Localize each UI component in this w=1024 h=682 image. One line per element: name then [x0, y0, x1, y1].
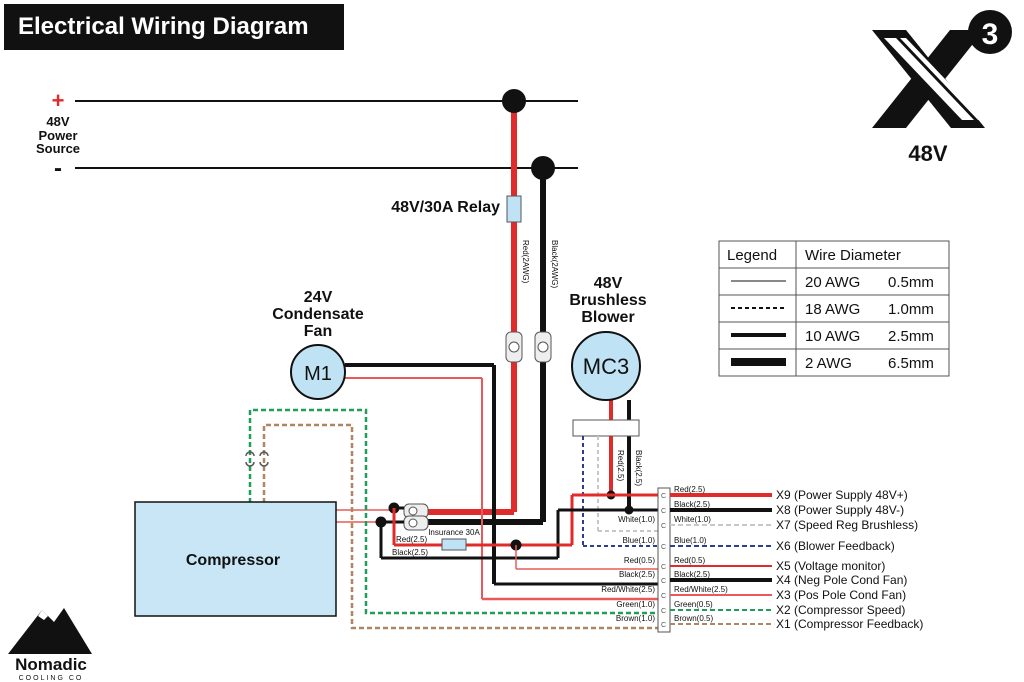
x3-logo: 3 — [872, 10, 1012, 128]
relay-red-lug — [505, 331, 523, 363]
fuse-label: Insurance 30A — [428, 528, 480, 537]
voltage-label: 48V — [908, 141, 947, 166]
legend-mm: 0.5mm — [888, 274, 934, 291]
terminal-wire-label-left: Green(1.0) — [616, 600, 655, 609]
terminal-wire-label-left: Black(2.5) — [619, 570, 655, 579]
negative-junction — [531, 156, 555, 180]
nomadic-mountain-icon — [8, 608, 92, 654]
fan-label: 24V Condensate Fan — [272, 289, 364, 340]
fan-motor-m1 — [290, 344, 346, 400]
blower-motor-mc3 — [571, 331, 641, 401]
legend-mm: 2.5mm — [888, 328, 934, 345]
legend-mm: 6.5mm — [888, 355, 934, 372]
terminal-wire-label-right: Red(0.5) — [674, 556, 705, 565]
terminal-description: X4 (Neg Pole Cond Fan) — [776, 573, 907, 587]
page-title: Electrical Wiring Diagram — [4, 4, 344, 50]
terminal-wire-label-right: Brown(0.5) — [674, 614, 713, 623]
terminal-pin: C — [661, 493, 666, 500]
company-tagline: COOLING CO — [19, 675, 84, 682]
compressor-red-label: Red(2.5) — [396, 535, 427, 544]
terminal-wire-label-right: Red(2.5) — [674, 485, 705, 494]
legend-header-right: Wire Diameter — [805, 247, 901, 264]
relay-black-wire-label: Black(2AWG) — [550, 240, 559, 288]
terminal-rows: C Red(2.5) X9 (Power Supply 48V+) C Black(2.… — [601, 485, 923, 631]
terminal-description: X2 (Compressor Speed) — [776, 603, 905, 617]
fan-motor-label: M1 — [304, 363, 332, 385]
compressor-speed-wire — [248, 408, 660, 615]
terminal-wire-label-right: Black(2.5) — [674, 570, 710, 579]
terminal-description: X5 (Voltage monitor) — [776, 559, 885, 573]
terminal-wire-label-left: White(1.0) — [618, 515, 655, 524]
compressor-black-label: Black(2.5) — [392, 548, 428, 557]
legend-header-left: Legend — [727, 247, 777, 264]
terminal-wire-label-right: Blue(1.0) — [674, 536, 707, 545]
blower-connector — [572, 419, 640, 437]
relay-black-lug — [534, 331, 552, 363]
terminal-pin: C — [661, 578, 666, 585]
company-name: Nomadic — [15, 655, 87, 674]
terminal-wire-label-left: Red/White(2.5) — [601, 585, 655, 594]
fuse-30a — [441, 538, 467, 551]
positive-junction — [502, 89, 526, 113]
blower-motor-label: MC3 — [583, 354, 629, 379]
relay-component — [506, 195, 522, 223]
terminal-pin: C — [661, 523, 666, 530]
blower-red-label: Red(2.5) — [616, 450, 625, 481]
legend: Legend Wire Diameter 20 AWG 0.5mm 18 AWG… — [718, 240, 950, 377]
minus-sign: - — [54, 155, 62, 182]
terminal-pin: C — [661, 564, 666, 571]
terminal-wire-label-left: Brown(1.0) — [616, 614, 655, 623]
legend-awg: 2 AWG — [805, 355, 852, 372]
compressor-black-lug — [403, 515, 429, 531]
terminal-wire-label-right: Red/White(2.5) — [674, 585, 728, 594]
terminal-pin: C — [661, 508, 666, 515]
terminal-pin: C — [661, 544, 666, 551]
compressor-red-lug — [403, 503, 429, 519]
legend-awg: 20 AWG — [805, 274, 860, 291]
terminal-description: X8 (Power Supply 48V-) — [776, 503, 904, 517]
terminal-description: X6 (Blower Feedback) — [776, 539, 895, 553]
relay-red-wire-label: Red(2AWG) — [521, 240, 530, 284]
legend-mm: 1.0mm — [888, 301, 934, 318]
legend-awg: 10 AWG — [805, 328, 860, 345]
legend-awg: 18 AWG — [805, 301, 860, 318]
terminal-pin: C — [661, 622, 666, 629]
compressor-connector — [245, 451, 269, 467]
terminal-description: X1 (Compressor Feedback) — [776, 617, 923, 631]
terminal-wire-label-left: Red(0.5) — [624, 556, 655, 565]
terminal-wire-label-right: Green(0.5) — [674, 600, 713, 609]
compressor-label: Compressor — [186, 552, 280, 569]
blower-label: 48V Brushless Blower — [569, 275, 647, 326]
terminal-pin: C — [661, 608, 666, 615]
plus-sign: + — [52, 88, 65, 113]
blower-black-label: Black(2.5) — [634, 450, 643, 486]
terminal-wire-label-right: White(1.0) — [674, 515, 711, 524]
terminal-description: X7 (Speed Reg Brushless) — [776, 518, 918, 532]
terminal-wire-label-left: Blue(1.0) — [623, 536, 656, 545]
power-source-label: 48V Power Source — [35, 114, 81, 157]
terminal-block — [657, 487, 671, 633]
relay-label: 48V/30A Relay — [391, 199, 500, 216]
terminal-wire-label-right: Black(2.5) — [674, 500, 710, 509]
compressor-unit — [134, 501, 337, 617]
terminal-description: X3 (Pos Pole Cond Fan) — [776, 588, 906, 602]
compressor-feedback-wire — [262, 423, 660, 630]
terminal-pin: C — [661, 593, 666, 600]
terminal-description: X9 (Power Supply 48V+) — [776, 488, 908, 502]
svg-text:3: 3 — [982, 18, 999, 51]
